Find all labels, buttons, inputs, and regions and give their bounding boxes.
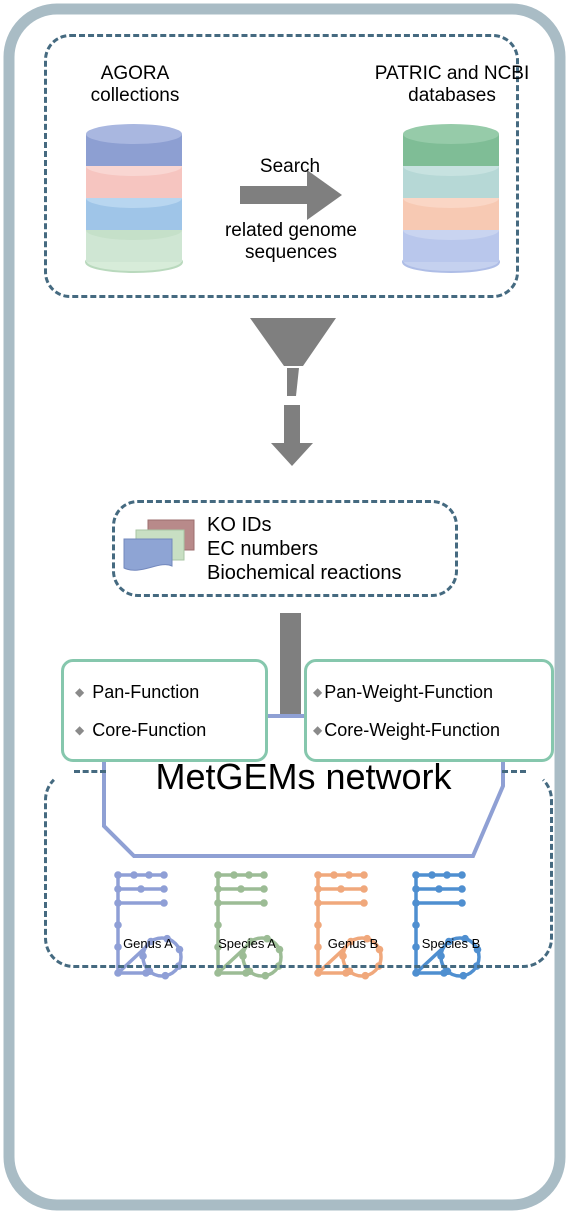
genus-b-network-icon	[314, 871, 384, 980]
patric-ncbi-database-icon	[402, 124, 500, 273]
network-icons	[114, 871, 482, 980]
genus-a-label: Genus A	[123, 936, 173, 951]
genus-a-network-icon	[114, 871, 184, 980]
pan-function-label: Pan-Function	[92, 682, 200, 702]
sheets-icon	[123, 519, 195, 571]
funnel-stem	[287, 368, 299, 396]
search-label: Search	[259, 156, 321, 177]
species-a-network-icon	[214, 871, 284, 980]
diamond-bullet-icon: ◆	[75, 685, 85, 699]
diamond-bullet-icon: ◆	[75, 723, 85, 737]
weight-functions-box	[304, 659, 554, 762]
network-panel-top-right	[502, 770, 526, 773]
genus-b-label: Genus B	[327, 936, 379, 951]
diamond-bullet-icon: ◆	[313, 723, 323, 737]
species-b-label: Species B	[421, 936, 481, 951]
agora-database-icon	[85, 124, 183, 273]
core-function-item: ◆ Core-Function	[75, 720, 206, 741]
source-databases-panel	[44, 34, 519, 298]
patric-ncbi-label: PATRIC and NCBI databases	[374, 63, 530, 106]
annotation-panel	[112, 500, 458, 597]
ko-ids-label: KO IDs	[207, 514, 272, 536]
core-weight-function-item: ◆Core-Weight-Function	[313, 720, 500, 741]
diamond-bullet-icon: ◆	[313, 685, 323, 699]
network-panel-top-left	[74, 770, 106, 773]
related-genome-label: related genome sequences	[224, 220, 358, 263]
functions-box	[61, 659, 268, 762]
core-function-label: Core-Function	[92, 720, 207, 740]
core-weight-function-label: Core-Weight-Function	[324, 720, 500, 740]
species-a-label: Species A	[218, 936, 276, 951]
pan-function-item: ◆ Pan-Function	[75, 682, 199, 703]
agora-label: AGORA collections	[90, 63, 180, 106]
outer-frame	[3, 3, 566, 1211]
network-title: MetGEMs network	[155, 756, 452, 797]
search-arrow-icon	[240, 170, 342, 220]
pan-weight-function-item: ◆Pan-Weight-Function	[313, 682, 493, 703]
pan-weight-function-label: Pan-Weight-Function	[324, 682, 493, 702]
biochemical-reactions-label: Biochemical reactions	[207, 562, 402, 584]
funnel-icon	[250, 318, 336, 366]
ec-numbers-label: EC numbers	[207, 538, 319, 560]
network-panel	[44, 770, 553, 968]
down-arrow-1-icon	[271, 405, 313, 466]
